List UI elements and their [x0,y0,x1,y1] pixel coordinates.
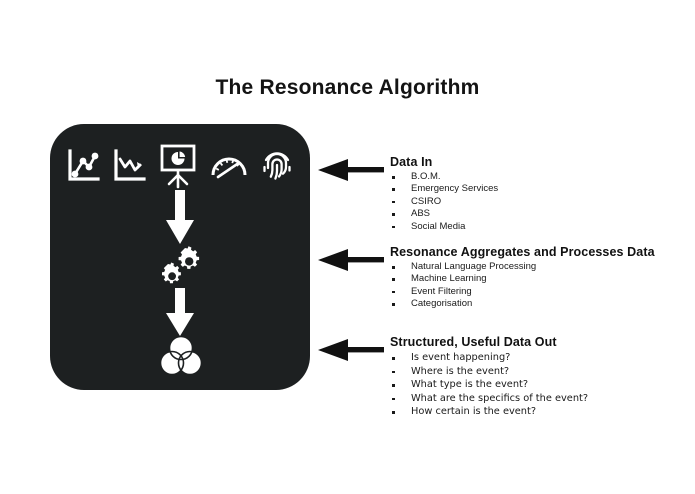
callout-text-block: Resonance Aggregates and Processes Data … [390,245,695,311]
down-arrow-icon [160,190,200,251]
left-arrow-icon [318,159,384,186]
page-title: The Resonance Algorithm [215,76,480,99]
list-item: Social Media [390,221,695,233]
gauge-icon [207,146,251,191]
list-item: Machine Learning [390,273,695,285]
gears-icon [155,244,205,295]
list-item: ABS [390,208,695,220]
down-arrow-icon [160,288,200,343]
left-arrow-icon [318,249,384,276]
presentation-pie-chart-icon [155,141,201,196]
list-item: Where is the event? [390,365,695,379]
list-item: B.O.M. [390,171,695,183]
declining-chart-icon [109,146,149,191]
list-item: What are the specifics of the event? [390,392,695,406]
list-item: Categorisation [390,298,695,310]
input-icon-row [50,140,310,196]
list-item: What type is the event? [390,378,695,392]
list-item: Emergency Services [390,183,695,195]
list-item: Natural Language Processing [390,261,695,273]
callout-item-list: Natural Language Processing Machine Lear… [390,261,695,311]
fingerprint-icon [257,142,297,195]
venn-diagram-icon [157,334,205,385]
callout-heading: Structured, Useful Data Out [390,335,557,349]
line-chart-icon [63,146,103,191]
list-item: How certain is the event? [390,405,695,419]
callout-text-block: Structured, Useful Data Out Is event hap… [390,335,695,419]
list-item: Is event happening? [390,351,695,365]
list-item: CSIRO [390,196,695,208]
list-item: Event Filtering [390,286,695,298]
callout-text-block: Data In B.O.M. Emergency Services CSIRO … [390,155,695,233]
left-arrow-icon [318,339,384,366]
callout-item-list: B.O.M. Emergency Services CSIRO ABS Soci… [390,171,695,233]
callout-heading: Resonance Aggregates and Processes Data [390,245,655,259]
callout-item-list: Is event happening? Where is the event? … [390,351,695,419]
callout-heading: Data In [390,155,433,169]
